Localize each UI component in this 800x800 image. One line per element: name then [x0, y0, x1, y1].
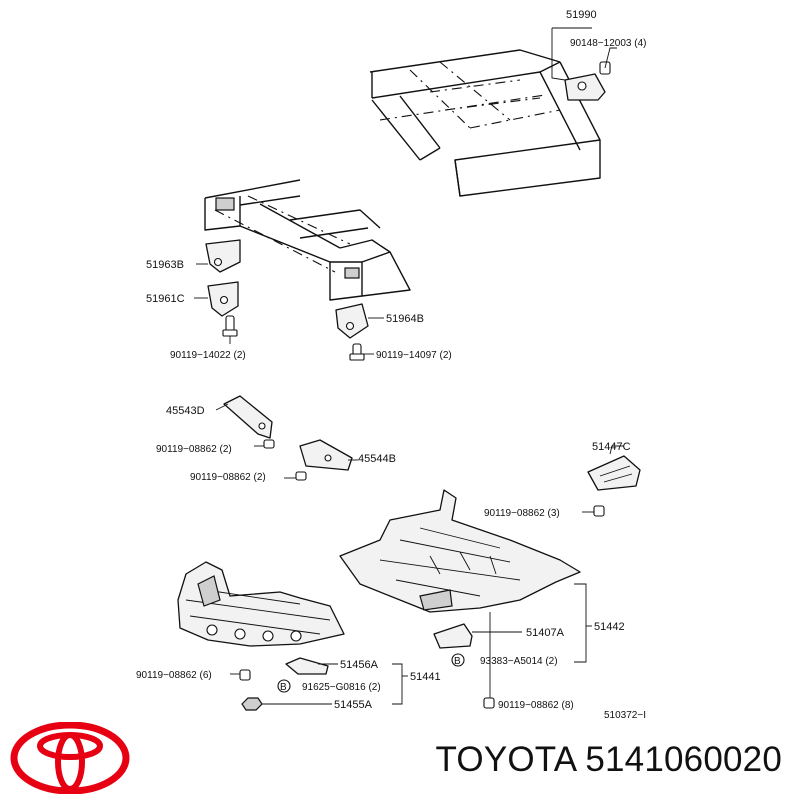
- bracket-51990: [551, 27, 617, 101]
- marker-b-93383: B: [451, 653, 465, 667]
- label-93383-a5014: 93383−A5014 (2): [480, 656, 558, 667]
- toyota-logo-icon: [10, 722, 130, 794]
- label-90148-12003: 90148−12003 (4): [570, 38, 646, 49]
- label-90119-08862-e: 90119−08862 (8): [498, 700, 574, 711]
- marker-b-91625: B: [277, 679, 291, 693]
- chassis-frame: [204, 49, 601, 301]
- label-45543d: 45543D: [166, 405, 205, 417]
- label-90119-08862-b: 90119−08862 (2): [190, 472, 266, 483]
- clip-51455a: [241, 697, 332, 711]
- bracket-51964b: [335, 303, 384, 339]
- bracket-51407a: [433, 623, 522, 649]
- label-51442: 51442: [594, 621, 625, 633]
- front-cover-51441: [177, 561, 345, 647]
- ref-510372: 510372−I: [604, 710, 646, 721]
- bracket-line-51441: [392, 663, 403, 705]
- label-90119-08862-d: 90119−08862 (6): [136, 670, 212, 681]
- bracket-51963b: [196, 239, 241, 273]
- label-51455a: 51455A: [334, 699, 373, 711]
- marker-b2-text: B: [280, 682, 287, 693]
- label-90119-08862-a: 90119−08862 (2): [156, 444, 232, 455]
- label-51407a: 51407A: [526, 627, 565, 639]
- bolt-90119-14022: [222, 315, 238, 344]
- label-51964b: 51964B: [386, 313, 424, 325]
- label-90119-08862-c: 90119−08862 (3): [484, 508, 560, 519]
- bracket-45543d: [215, 395, 275, 449]
- label-51456a: 51456A: [340, 659, 379, 671]
- label-51441: 51441: [410, 671, 441, 683]
- brand-name: TOYOTA: [435, 740, 576, 779]
- bracket-line-51442: [574, 583, 587, 663]
- bolt-90119-14097: [349, 343, 374, 361]
- label-90119-14097: 90119−14097 (2): [376, 350, 452, 361]
- label-51963b: 51963B: [146, 259, 184, 271]
- marker-b1-text: B: [454, 656, 461, 667]
- bolt-90119-08862-six: [230, 669, 251, 681]
- label-90119-14022: 90119−14022 (2): [170, 350, 246, 361]
- bracket-51456a: [285, 657, 338, 675]
- bracket-45544b: [284, 439, 358, 481]
- label-91625-g0816: 91625−G0816 (2): [302, 682, 381, 693]
- bolt-90119-08862-eight: [483, 612, 495, 709]
- label-51990: 51990: [566, 9, 597, 21]
- label-45544b: 45544B: [358, 453, 396, 465]
- bracket-51961c: [194, 281, 239, 317]
- under-cover-51442: [339, 489, 581, 613]
- part-number: 5141060020: [585, 740, 782, 779]
- label-51961c: 51961C: [146, 293, 185, 305]
- brand-title: TOYOTA 5141060020: [435, 740, 782, 780]
- label-51447c: 51447C: [592, 441, 631, 453]
- cover-51447c: [582, 445, 641, 517]
- brand-block: TOYOTA 5141060020: [0, 712, 800, 800]
